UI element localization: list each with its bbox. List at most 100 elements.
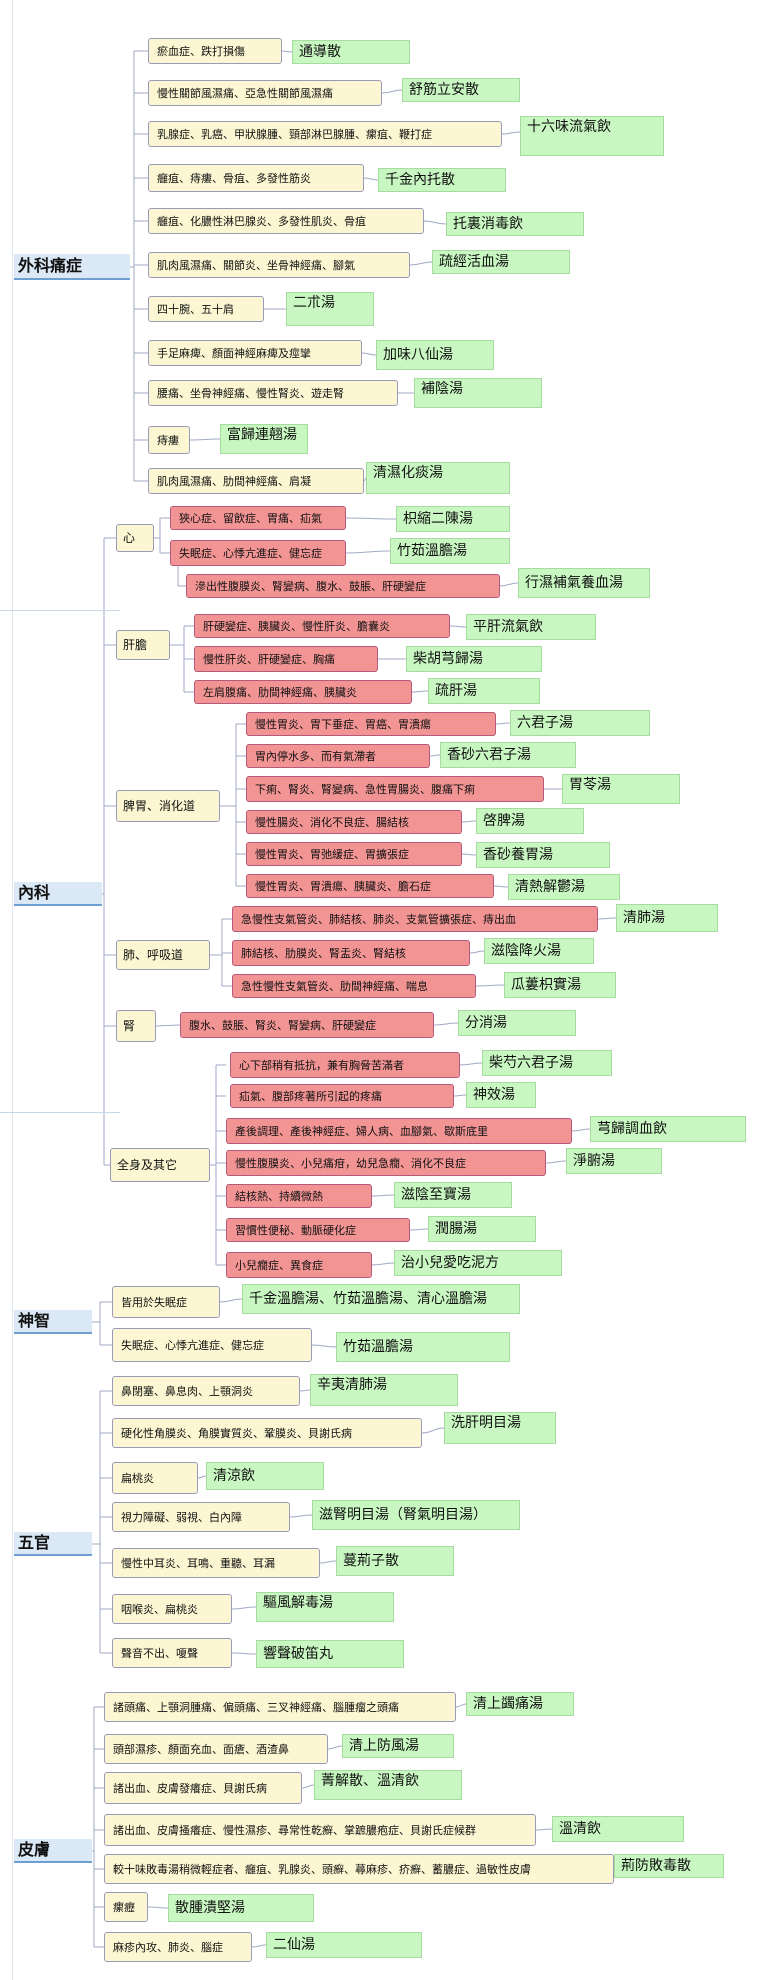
category-surgical-pain[interactable]: 外科痛症: [14, 254, 130, 280]
formula-node[interactable]: 千金溫膽湯、竹茹溫膽湯、清心溫膽湯: [242, 1284, 520, 1314]
category-mind[interactable]: 神智: [14, 1310, 92, 1334]
formula-node[interactable]: 柴胡芎歸湯: [406, 646, 542, 672]
condition-node[interactable]: 肌肉風濕痛、關節炎、坐骨神經痛、腳氣: [148, 252, 410, 278]
condition-node[interactable]: 慢性胃炎、胃下垂症、胃癌、胃潰瘍: [246, 712, 496, 736]
formula-node[interactable]: 托裏消毒飲: [446, 212, 584, 236]
condition-node[interactable]: 較十味敗毒湯稍微輕症者、癰疽、乳腺炎、頭癬、蕁麻疹、疥癬、蓄膿症、過敏性皮膚: [104, 1854, 614, 1884]
condition-node[interactable]: 慢性肝炎、肝硬變症、胸痛: [194, 646, 378, 672]
formula-node[interactable]: 神效湯: [466, 1082, 536, 1108]
condition-node[interactable]: 慢性胃炎、胃潰瘍、胰臟炎、膽石症: [246, 874, 494, 898]
condition-node[interactable]: 諸出血、皮膚搔癢症、慢性濕疹、尋常性乾癬、掌蹠膿疱症、貝謝氏症候群: [104, 1814, 536, 1846]
condition-node[interactable]: 肌肉風濕痛、肋間神經痛、肩凝: [148, 468, 364, 494]
condition-node[interactable]: 結核熱、持續微熱: [226, 1184, 372, 1208]
condition-node[interactable]: 癰疽、痔瘻、骨疽、多發性筋炎: [148, 164, 364, 192]
condition-node[interactable]: 硬化性角膜炎、角膜實質炎、鞏膜炎、貝謝氏病: [112, 1418, 422, 1448]
formula-node[interactable]: 千金內托散: [378, 168, 506, 192]
condition-node[interactable]: 急性慢性支氣管炎、肋間神經痛、喘息: [232, 974, 476, 998]
condition-node[interactable]: 慢性關節風濕痛、亞急性關節風濕痛: [148, 80, 382, 106]
condition-node[interactable]: 視力障礙、弱視、白內障: [112, 1502, 290, 1532]
condition-node[interactable]: 習慣性便秘、動脈硬化症: [226, 1218, 410, 1242]
formula-node[interactable]: 蔓荊子散: [336, 1546, 454, 1576]
formula-node[interactable]: 行濕補氣養血湯: [518, 568, 650, 598]
formula-node[interactable]: 芎歸調血飲: [590, 1116, 746, 1142]
condition-node[interactable]: 慢性中耳炎、耳鳴、重聽、耳漏: [112, 1548, 320, 1578]
condition-node[interactable]: 諸出血、皮膚發癢症、貝謝氏病: [104, 1772, 302, 1804]
condition-node[interactable]: 急慢性支氣管炎、肺結核、肺炎、支氣管擴張症、痔出血: [232, 906, 598, 932]
condition-node[interactable]: 鼻閉塞、鼻息肉、上顎洞炎: [112, 1376, 300, 1406]
subgroup-heart[interactable]: 心: [116, 524, 154, 552]
formula-node[interactable]: 溫清飲: [552, 1816, 684, 1842]
formula-node[interactable]: 驅風解毒湯: [256, 1592, 394, 1622]
formula-node[interactable]: 瓜蔞枳實湯: [504, 972, 616, 998]
condition-node[interactable]: 左肩腹痛、肋間神經痛、胰臟炎: [194, 680, 412, 704]
condition-node[interactable]: 失眠症、心悸亢進症、健忘症: [170, 540, 346, 566]
condition-node[interactable]: 手足麻痺、顏面神經麻痺及痙攣: [148, 340, 362, 366]
condition-node[interactable]: 腰痛、坐骨神經痛、慢性腎炎、遊走腎: [148, 380, 398, 406]
formula-node[interactable]: 加味八仙湯: [376, 340, 494, 370]
condition-node[interactable]: 痔瘻: [148, 426, 190, 454]
formula-node[interactable]: 竹茹溫膽湯: [390, 538, 510, 564]
condition-node[interactable]: 小兒癇症、異食症: [226, 1252, 372, 1278]
condition-node[interactable]: 失眠症、心悸亢進症、健忘症: [112, 1328, 312, 1362]
formula-node[interactable]: 十六味流氣飲: [520, 116, 664, 156]
formula-node[interactable]: 柴芍六君子湯: [482, 1050, 612, 1076]
category-skin[interactable]: 皮膚: [14, 1839, 92, 1863]
formula-node[interactable]: 平肝流氣飲: [466, 614, 596, 640]
subgroup-spleen-stomach[interactable]: 脾胃、消化道: [116, 790, 220, 822]
formula-node[interactable]: 清上蠲痛湯: [466, 1692, 574, 1716]
formula-node[interactable]: 二朮湯: [286, 292, 374, 326]
formula-node[interactable]: 富歸連翹湯: [220, 424, 308, 454]
condition-node[interactable]: 肝硬變症、胰臟炎、慢性肝炎、膽囊炎: [194, 614, 450, 638]
formula-node[interactable]: 治小兒愛吃泥方: [394, 1250, 562, 1276]
subgroup-lung-respiratory[interactable]: 肺、呼吸道: [116, 940, 210, 970]
condition-node[interactable]: 慢性腸炎、消化不良症、腸結核: [246, 810, 462, 834]
subgroup-liver-gallbladder[interactable]: 肝膽: [116, 630, 170, 660]
formula-node[interactable]: 滋陰至寶湯: [394, 1182, 512, 1208]
formula-node[interactable]: 淨腑湯: [566, 1148, 662, 1174]
formula-node[interactable]: 菁解散、溫清飲: [314, 1770, 462, 1800]
formula-node[interactable]: 散腫潰堅湯: [168, 1894, 314, 1922]
formula-node[interactable]: 疏經活血湯: [432, 250, 570, 274]
formula-node[interactable]: 枳縮二陳湯: [396, 506, 510, 532]
formula-node[interactable]: 補陰湯: [414, 378, 542, 408]
condition-node[interactable]: 下痢、腎炎、腎變病、急性胃腸炎、腹痛下痢: [246, 776, 544, 802]
formula-node[interactable]: 滋陰降火湯: [484, 938, 594, 964]
condition-node[interactable]: 肺結核、肋膜炎、腎盂炎、腎結核: [232, 940, 470, 966]
subgroup-kidney[interactable]: 腎: [116, 1010, 156, 1042]
condition-node[interactable]: 癰疽、化膿性淋巴腺炎、多發性肌炎、骨疽: [148, 208, 424, 234]
condition-node[interactable]: 瘰癧: [104, 1892, 148, 1922]
formula-node[interactable]: 清涼飲: [206, 1462, 324, 1490]
condition-node[interactable]: 乳腺症、乳癌、甲狀腺腫、頸部淋巴腺腫、瘰疽、鞭打症: [148, 121, 502, 147]
formula-node[interactable]: 通導散: [292, 40, 410, 64]
subgroup-whole-body-other[interactable]: 全身及其它: [110, 1148, 210, 1182]
condition-node[interactable]: 心下部稍有抵抗，兼有胸脅苦滿者: [230, 1052, 460, 1078]
condition-node[interactable]: 產後調理、產後神經症、婦人病、血腳氣、歇斯底里: [226, 1118, 572, 1144]
formula-node[interactable]: 滋腎明目湯（腎氣明目湯）: [312, 1500, 520, 1530]
formula-node[interactable]: 啓脾湯: [476, 808, 584, 834]
formula-node[interactable]: 清熱解鬱湯: [508, 874, 620, 900]
condition-node[interactable]: 諸頭痛、上顎洞腫痛、偏頭痛、三叉神經痛、腦腫瘤之頭痛: [104, 1692, 456, 1722]
formula-node[interactable]: 響聲破笛丸: [256, 1640, 404, 1668]
formula-node[interactable]: 疏肝湯: [428, 678, 540, 704]
formula-node[interactable]: 香砂六君子湯: [440, 742, 576, 768]
condition-node[interactable]: 聲音不出、嗄聲: [112, 1638, 232, 1668]
formula-node[interactable]: 洗肝明目湯: [444, 1412, 556, 1444]
condition-node[interactable]: 疝氣、腹部疼著所引起的疼痛: [230, 1084, 454, 1108]
condition-node[interactable]: 皆用於失眠症: [112, 1286, 220, 1318]
category-five-senses[interactable]: 五官: [14, 1532, 92, 1556]
condition-node[interactable]: 扁桃炎: [112, 1462, 198, 1494]
formula-node[interactable]: 舒筋立安散: [402, 78, 520, 102]
category-internal-medicine[interactable]: 內科: [14, 882, 102, 906]
condition-node[interactable]: 滲出性腹膜炎、腎變病、腹水、鼓脹、肝硬變症: [186, 574, 500, 598]
condition-node[interactable]: 慢性腹膜炎、小兒痛疳，幼兒急癇、消化不良症: [226, 1150, 546, 1176]
formula-node[interactable]: 竹茹溫膽湯: [336, 1332, 510, 1362]
formula-node[interactable]: 清濕化痰湯: [366, 462, 510, 494]
condition-node[interactable]: 咽喉炎、扁桃炎: [112, 1594, 232, 1624]
condition-node[interactable]: 胃內停水多、而有氣滯者: [246, 744, 430, 768]
formula-node[interactable]: 二仙湯: [266, 1932, 422, 1958]
formula-node[interactable]: 辛夷清肺湯: [310, 1374, 458, 1406]
formula-node[interactable]: 清上防風湯: [342, 1734, 454, 1758]
formula-node[interactable]: 胃苓湯: [562, 774, 680, 804]
formula-node[interactable]: 六君子湯: [510, 710, 650, 736]
condition-node[interactable]: 狹心症、留飲症、胃痛、疝氣: [170, 506, 346, 530]
